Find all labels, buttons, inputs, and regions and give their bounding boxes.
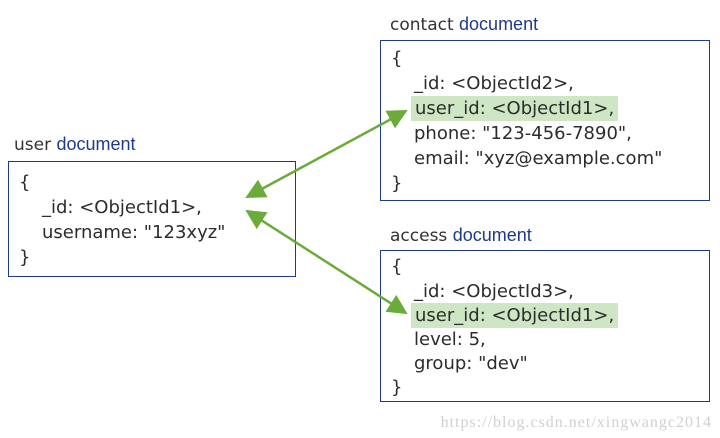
contact-line-open: { xyxy=(391,48,403,69)
access-line-user-id: user_id: <ObjectId1>, xyxy=(411,303,619,328)
access-line-level: level: 5, xyxy=(414,329,486,350)
arrow-user-to-contact xyxy=(245,109,408,199)
contact-title-prefix: contact xyxy=(390,15,454,35)
access-title-word: document xyxy=(452,225,532,245)
contact-document-title: contact document xyxy=(390,14,538,35)
contact-line-phone: phone: "123-456-7890", xyxy=(414,123,632,144)
access-document-box: { _id: <ObjectId3>, user_id: <ObjectId1>… xyxy=(380,250,710,402)
user-line-open: { xyxy=(19,172,31,193)
user-line-close: } xyxy=(19,247,31,268)
access-line-id: _id: <ObjectId3>, xyxy=(414,281,574,302)
user-document-title: user document xyxy=(14,134,136,155)
contact-line-id: _id: <ObjectId2>, xyxy=(414,73,574,94)
user-line-id: _id: <ObjectId1>, xyxy=(42,197,202,218)
arrow-user-to-access xyxy=(245,209,408,315)
access-line-group: group: "dev" xyxy=(414,353,528,374)
contact-title-word: document xyxy=(459,14,539,34)
user-line-username: username: "123xyz" xyxy=(42,222,226,243)
contact-line-email: email: "xyz@example.com" xyxy=(414,148,663,169)
access-line-close: } xyxy=(391,377,403,398)
watermark: https://blog.csdn.net/xingwangc2014 xyxy=(440,414,712,431)
contact-document-box: { _id: <ObjectId2>, user_id: <ObjectId1>… xyxy=(380,40,710,201)
contact-line-user-id: user_id: <ObjectId1>, xyxy=(411,96,619,121)
user-title-prefix: user xyxy=(14,135,52,155)
user-title-word: document xyxy=(56,134,136,154)
